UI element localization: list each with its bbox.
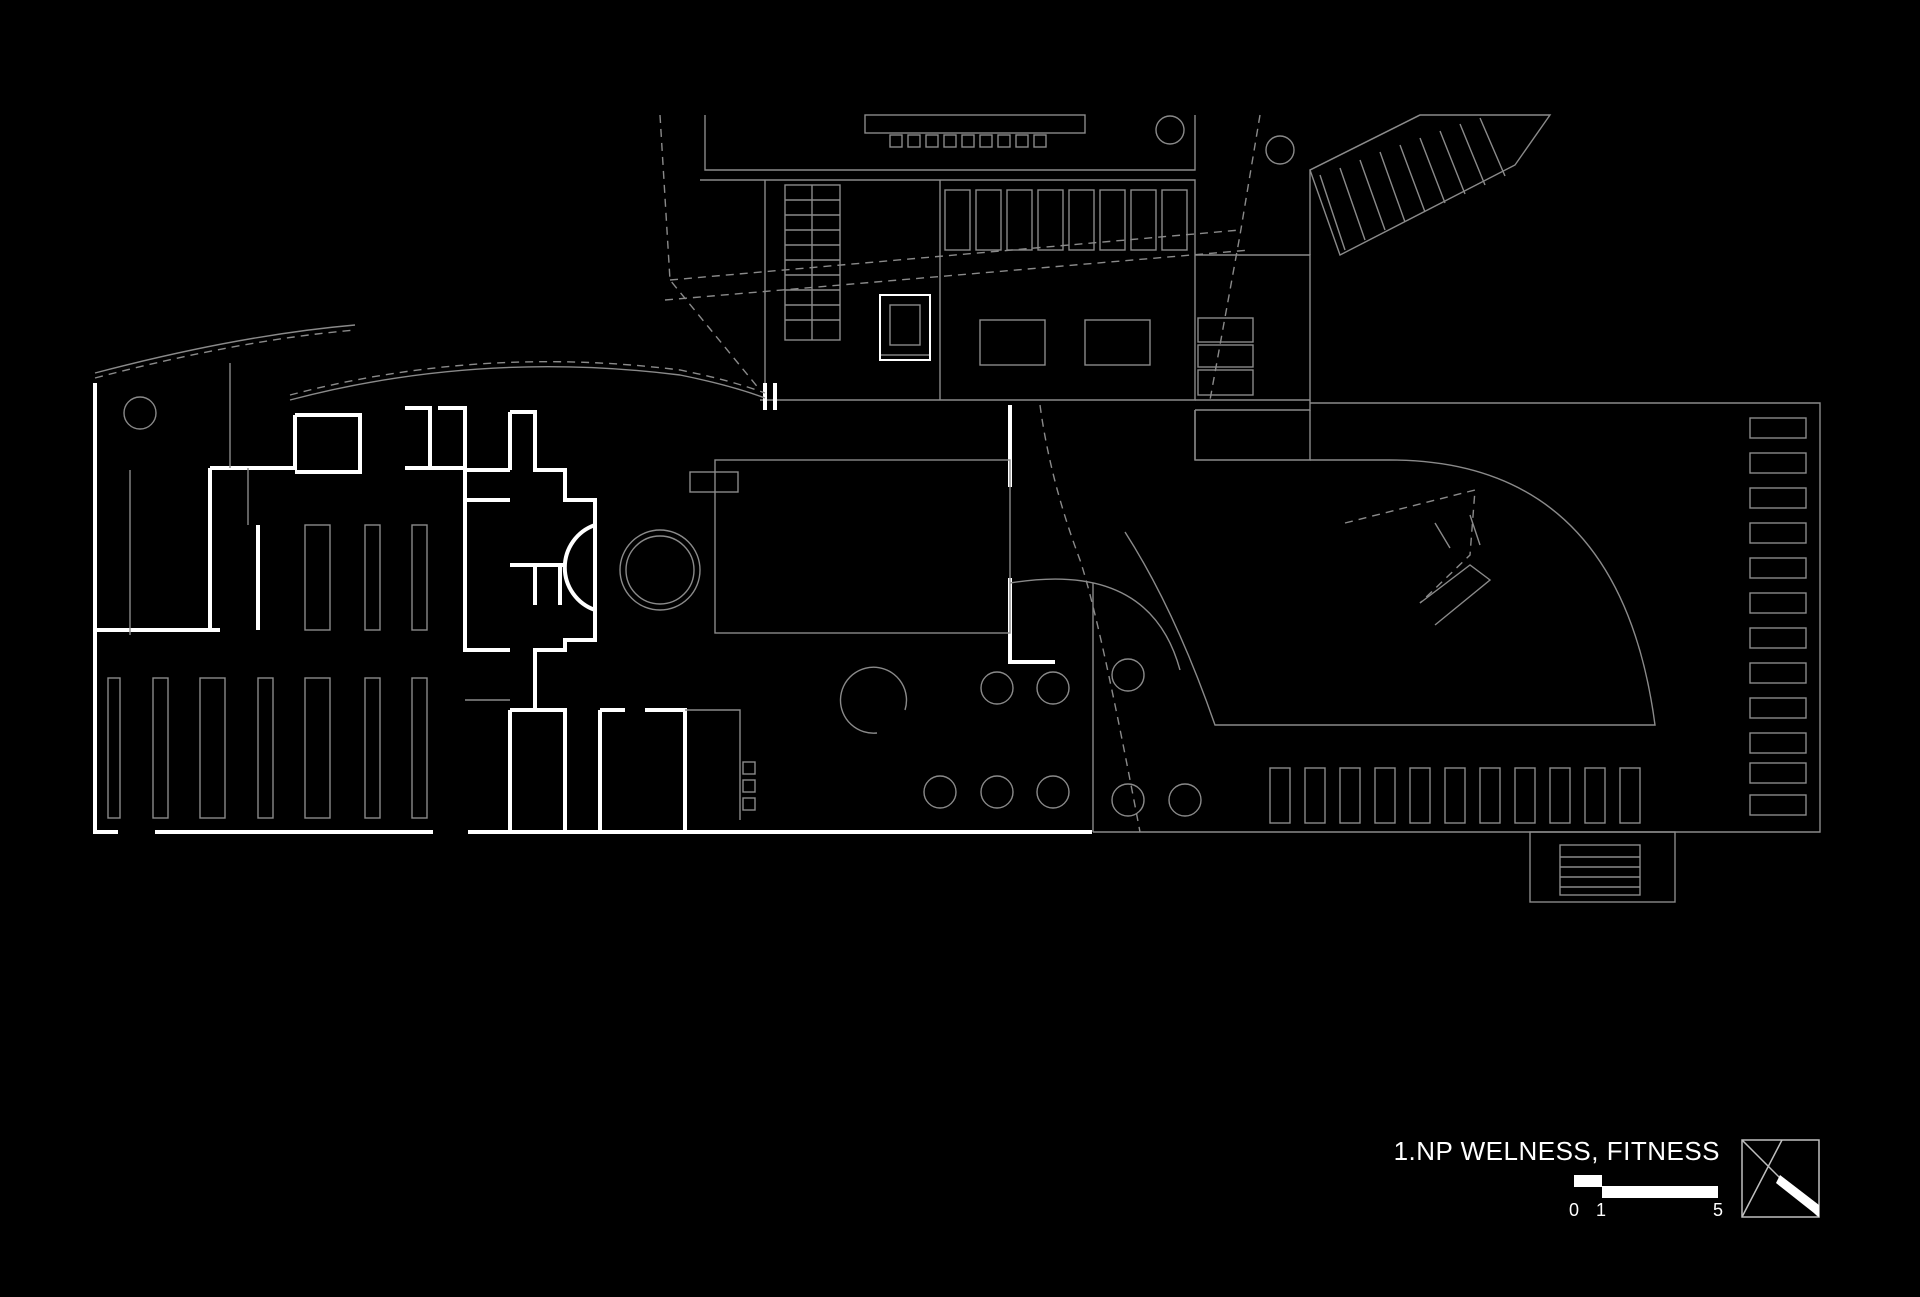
upper-stair [784, 184, 841, 341]
north-arrow-icon [1741, 1139, 1820, 1218]
upper-tables [1155, 115, 1295, 165]
main-pool [689, 459, 1011, 634]
bottom-stair [1529, 831, 1676, 903]
cafe-tables [123, 396, 1202, 817]
external-stair-ne [1309, 114, 1552, 256]
scale-label-1: 1 [1596, 1200, 1607, 1220]
scale-label-0: 0 [1569, 1200, 1580, 1220]
upper-lockers [864, 114, 1086, 148]
right-cabins [1749, 417, 1807, 816]
main-context [94, 324, 1821, 903]
scale-bar [1574, 1175, 1718, 1198]
upper-cabins [944, 189, 1188, 251]
main-walls [93, 383, 1094, 834]
upper-level-context [659, 114, 1552, 461]
drawing-title: 1.NP WELNESS, FITNESS [1393, 1136, 1720, 1166]
locker-rows [107, 524, 428, 819]
scale-label-5: 5 [1713, 1200, 1724, 1220]
bottom-cabins [1269, 767, 1641, 824]
